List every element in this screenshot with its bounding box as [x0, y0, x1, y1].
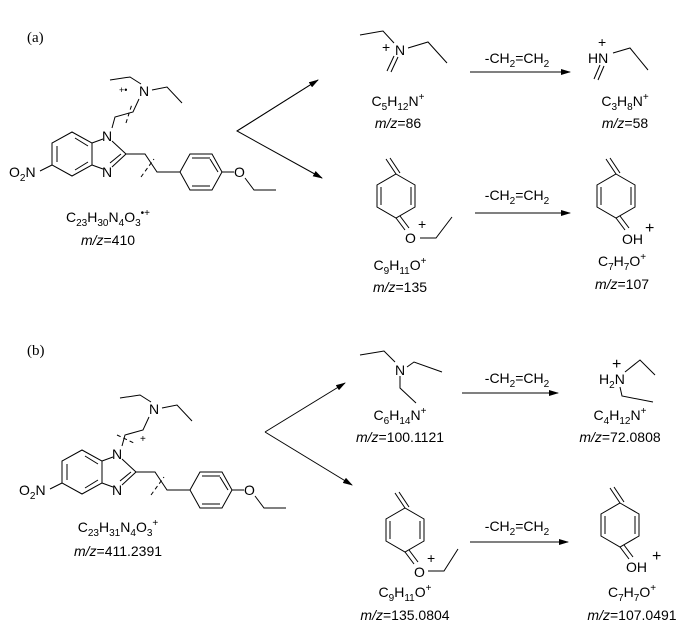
parent-formula: C23H30N4O3•+	[66, 208, 150, 229]
fragment-c7h7o: OH +	[600, 486, 661, 575]
atom-o: O	[244, 482, 255, 498]
charge: +	[382, 39, 390, 55]
branch-arrows	[236, 79, 323, 179]
fragment-c9h11o: O +	[385, 491, 459, 580]
fragment-mz: m/z=135.0804	[360, 607, 449, 623]
fragment-mz: m/z=72.0808	[579, 429, 661, 445]
parent-molecule: N N N + O2N O	[19, 394, 287, 509]
nitro-group: O2N	[9, 164, 36, 184]
fragment-formula: C7H7O+	[598, 252, 646, 273]
atom-hn: HN	[588, 50, 608, 66]
atom-n3: N	[112, 482, 122, 498]
atom-n3: N	[102, 164, 112, 180]
panel-label: (b)	[27, 343, 45, 359]
parent-molecule: N N N +• O2N O	[9, 76, 277, 191]
fragment-formula: C5H12N+	[372, 92, 425, 113]
fragment-mz: m/z=107	[595, 276, 649, 292]
fragment-c4h12n: H2N +	[599, 356, 656, 403]
fragment-mz: m/z=58	[602, 115, 649, 131]
fragment-formula: C6H14N+	[374, 406, 427, 427]
fragment-c5h12n: N +	[359, 30, 448, 73]
charge: +	[652, 548, 661, 565]
fragment-formula: C4H12N+	[594, 406, 647, 427]
fragment-c9h11o: O +	[376, 157, 453, 246]
branch-arrows	[264, 382, 353, 486]
atom-oh: OH	[626, 559, 647, 575]
atom-n1: N	[102, 128, 112, 144]
fragment-mz: m/z=135	[373, 279, 427, 295]
fragment-c7h7o: OH +	[596, 157, 654, 247]
neutral-loss-label: -CH2=CH2	[485, 187, 550, 207]
charge: +	[427, 550, 435, 566]
fragment-formula: C3H8N+	[601, 92, 649, 113]
cation-mark: +	[140, 434, 146, 445]
fragment-mz: m/z=86	[375, 115, 422, 131]
atom-oh: OH	[622, 231, 643, 247]
fragment-formula: C9H11O+	[379, 583, 432, 604]
fragment-mz: m/z=107.0491	[587, 607, 676, 623]
fragment-formula: C7H7O+	[608, 583, 656, 604]
nitro-group: O2N	[19, 482, 46, 502]
atom-n-amine: N	[149, 401, 159, 417]
atom-o: O	[405, 230, 416, 246]
parent-mz: m/z=411.2391	[74, 543, 162, 559]
atom-o: O	[234, 164, 245, 180]
panel-label: (a)	[27, 30, 44, 46]
atom-n-amine: N	[139, 83, 149, 99]
panel-a: (a) N N N +• O2N O C23H30N4O3•+ m/z=410 …	[9, 30, 654, 295]
neutral-loss-label: -CH2=CH2	[485, 370, 550, 390]
charge: +	[598, 34, 606, 50]
atom-n: N	[395, 42, 405, 58]
panel-b: (b) N N N + O2N O C23H31N4O3+ m/z=411.23…	[19, 343, 677, 623]
parent-formula: C23H31N4O3+	[78, 518, 159, 539]
charge: +	[612, 356, 621, 373]
fragment-c6h14n: N	[359, 350, 443, 404]
fragment-formula: C9H11O+	[374, 256, 427, 277]
fragment-mz: m/z=100.1121	[356, 429, 444, 445]
radical-cation-mark: +•	[119, 85, 127, 95]
neutral-loss-label: -CH2=CH2	[485, 518, 550, 538]
charge: +	[418, 216, 426, 232]
atom-h2n: H2N	[599, 371, 625, 391]
fragment-c3h8n: HN +	[588, 34, 649, 81]
charge: +	[645, 220, 654, 237]
atom-o: O	[414, 564, 425, 580]
atom-n: N	[395, 362, 405, 378]
atom-n1: N	[112, 446, 122, 462]
neutral-loss-label: -CH2=CH2	[485, 50, 550, 70]
parent-mz: m/z=410	[81, 232, 135, 248]
